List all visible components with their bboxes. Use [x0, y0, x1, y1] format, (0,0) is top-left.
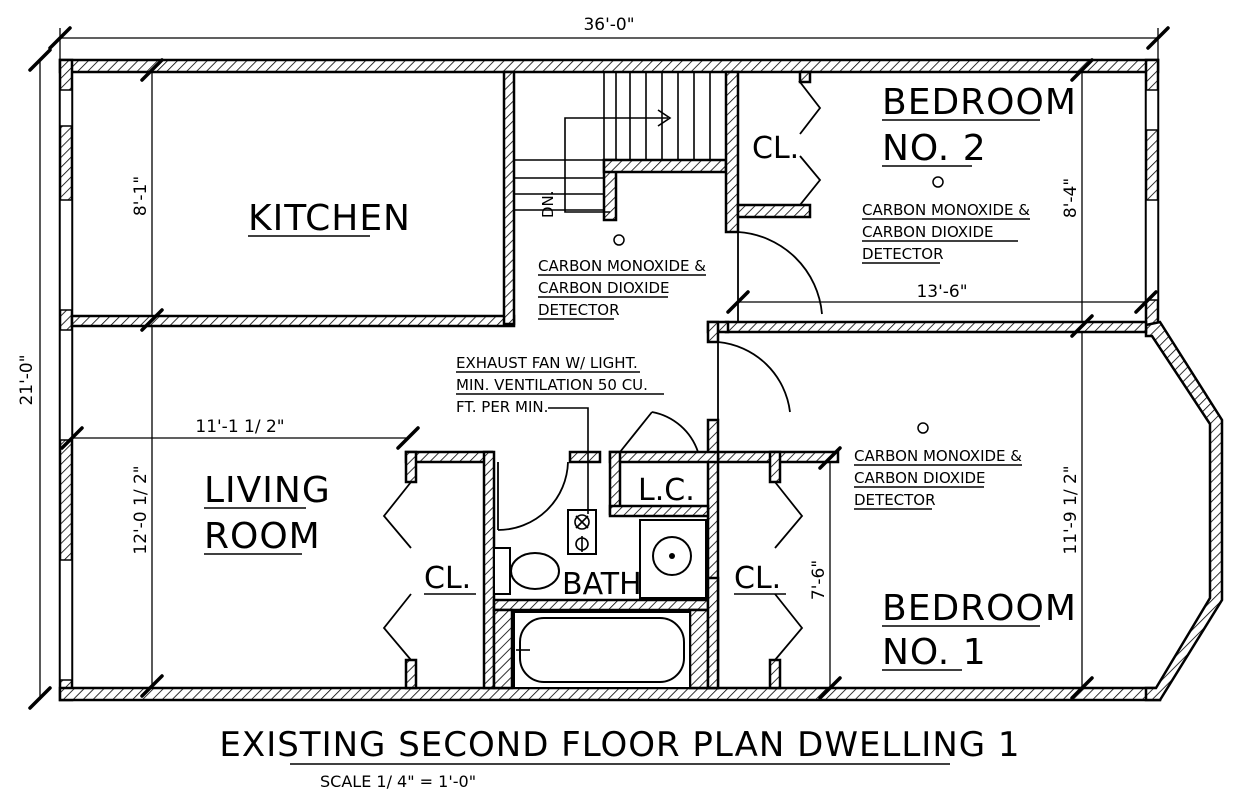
- exhaust-fan-note: EXHAUST FAN W/ LIGHT. MIN. VENTILATION 5…: [456, 354, 664, 514]
- svg-text:DETECTOR: DETECTOR: [862, 245, 944, 263]
- bedroom2-label-line1: BEDROOM: [882, 82, 1077, 123]
- detector-note-bedroom2: CARBON MONOXIDE & CARBON DIOXIDE DETECTO…: [862, 201, 1030, 264]
- svg-text:CARBON DIOXIDE: CARBON DIOXIDE: [862, 223, 994, 241]
- plan-title: EXISTING SECOND FLOOR PLAN DWELLING 1: [219, 725, 1020, 765]
- overall-depth-dimension: 21'-0": [17, 48, 52, 710]
- bath-fixtures: [493, 509, 707, 689]
- bedroom2-width-label: 13'-6": [916, 282, 967, 302]
- bath-label: BATH: [562, 567, 642, 602]
- svg-text:CARBON DIOXIDE: CARBON DIOXIDE: [854, 469, 986, 487]
- kitchen-depth-label: 8'-1": [131, 176, 151, 216]
- svg-text:CARBON MONOXIDE &: CARBON MONOXIDE &: [862, 201, 1030, 219]
- interior-walls: [70, 70, 1148, 690]
- stairs: DN.: [514, 71, 726, 218]
- overall-depth-label: 21'-0": [17, 354, 37, 405]
- bedroom2-closet-label: CL.: [752, 131, 799, 166]
- svg-text:CARBON MONOXIDE &: CARBON MONOXIDE &: [854, 447, 1022, 465]
- kitchen-label: KITCHEN: [248, 198, 411, 239]
- svg-text:FT. PER MIN.: FT. PER MIN.: [456, 398, 548, 416]
- toilet-bowl: [510, 552, 560, 590]
- linen-closet-label: L.C.: [638, 473, 695, 508]
- toilet-tank: [493, 547, 511, 595]
- windows: [59, 89, 1159, 681]
- detector-note-hall: CARBON MONOXIDE & CARBON DIOXIDE DETECTO…: [538, 257, 706, 320]
- detector-note-bedroom1: CARBON MONOXIDE & CARBON DIOXIDE DETECTO…: [854, 447, 1022, 510]
- living-width-label: 11'-1 1/ 2": [195, 417, 284, 437]
- bedroom2-depth-label: 8'-4": [1061, 178, 1081, 218]
- overall-width-dimension: 36'-0": [48, 15, 1170, 62]
- plan-scale: SCALE 1/ 4" = 1'-0": [320, 772, 476, 791]
- detector-bedroom1-icon: [917, 422, 929, 434]
- bedroom1-closet-label: CL.: [734, 561, 781, 596]
- detector-hall-icon: [613, 234, 625, 246]
- bedroom1-label-line2: NO. 1: [882, 632, 987, 673]
- plan-title-block: EXISTING SECOND FLOOR PLAN DWELLING 1 SC…: [219, 725, 1020, 791]
- bedroom1-label-line1: BEDROOM: [882, 588, 1077, 629]
- overall-width-label: 36'-0": [583, 15, 634, 35]
- detector-icons: [613, 176, 944, 434]
- svg-text:DETECTOR: DETECTOR: [854, 491, 936, 509]
- bedroom1-depth-label: 11'-9 1/ 2": [1061, 465, 1081, 554]
- living-depth-label: 12'-0 1/ 2": [131, 465, 151, 554]
- svg-text:EXHAUST FAN W/ LIGHT.: EXHAUST FAN W/ LIGHT.: [456, 354, 638, 372]
- svg-text:CARBON MONOXIDE &: CARBON MONOXIDE &: [538, 257, 706, 275]
- detector-bedroom2-icon: [932, 176, 944, 188]
- room-labels: KITCHEN BEDROOM NO. 2 CL. LIVING ROOM CL…: [204, 82, 1077, 673]
- bedroom2-label-line2: NO. 2: [882, 128, 987, 169]
- living-closet-label: CL.: [424, 561, 471, 596]
- living-label-line1: LIVING: [204, 470, 331, 511]
- doors: [382, 81, 823, 661]
- stair-down-label: DN.: [539, 190, 557, 218]
- svg-text:MIN. VENTILATION 50 CU.: MIN. VENTILATION 50 CU.: [456, 376, 648, 394]
- living-label-line2: ROOM: [204, 516, 321, 557]
- svg-text:DETECTOR: DETECTOR: [538, 301, 620, 319]
- bedroom1-closet-depth-label: 7'-6": [809, 560, 829, 600]
- room-dimensions: 8'-1" 8'-4" 13'-6" 11'-1 1/ 2" 12'-0 1/ …: [60, 58, 1158, 700]
- svg-text:CARBON DIOXIDE: CARBON DIOXIDE: [538, 279, 670, 297]
